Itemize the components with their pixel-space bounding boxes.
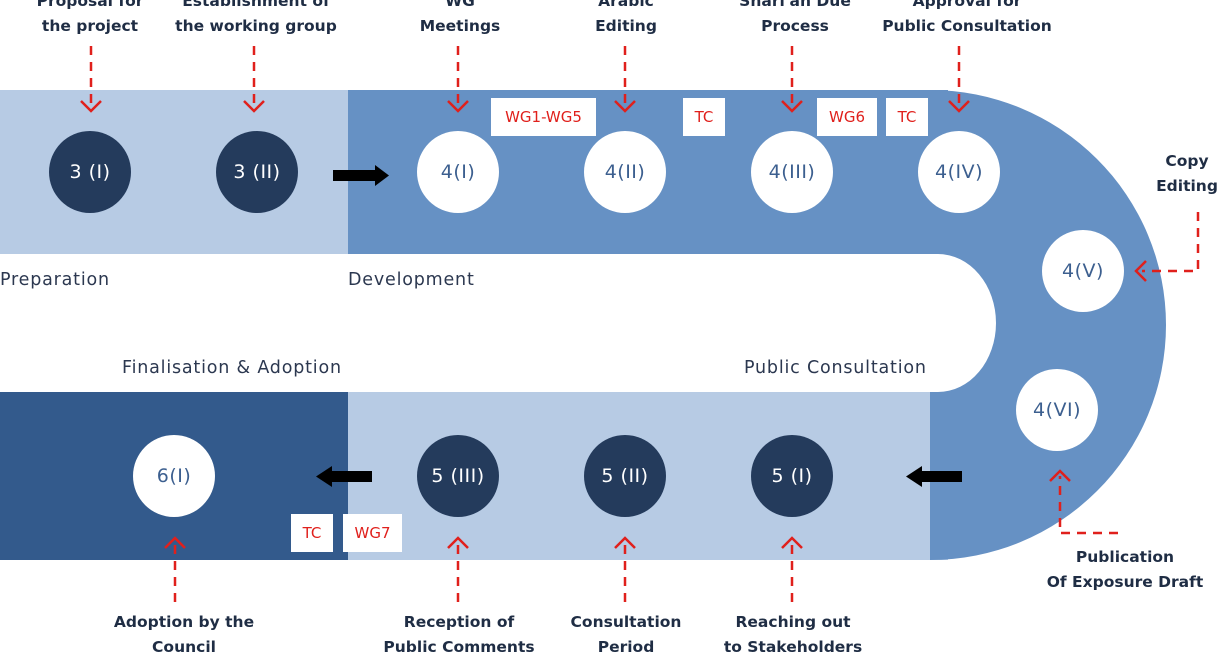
- node-4vi: 4(VI): [1016, 369, 1098, 451]
- arrowhead-copy: [1134, 260, 1147, 282]
- dash-publication: [1058, 476, 1118, 535]
- tag-tc-c: TC: [291, 514, 333, 552]
- node-5i: 5 (I): [751, 435, 833, 517]
- node-3i: 3 (I): [49, 131, 131, 213]
- flow-arrow-left-2: [316, 466, 372, 487]
- arrowhead-arabic: [614, 100, 636, 113]
- arrowhead-publication: [1049, 469, 1071, 482]
- tag-tc-a: TC: [683, 98, 725, 136]
- tag-wg1-wg5: WG1-WG5: [491, 98, 596, 136]
- section-label-public-consultation: Public Consultation: [744, 358, 927, 378]
- arrowhead-approval: [948, 100, 970, 113]
- node-6i: 6(I): [133, 435, 215, 517]
- node-4ii: 4(II): [584, 131, 666, 213]
- arrowhead-establishment: [243, 100, 265, 113]
- section-label-development: Development: [348, 270, 475, 290]
- node-5ii: 5 (II): [584, 435, 666, 517]
- dash-copy: [1142, 212, 1200, 273]
- tag-wg7: WG7: [343, 514, 402, 552]
- arrowhead-reaching: [781, 536, 803, 549]
- flow-arrow-left-1: [906, 466, 962, 487]
- node-4v: 4(V): [1042, 230, 1124, 312]
- arrowhead-consultation: [614, 536, 636, 549]
- section-label-preparation: Preparation: [0, 270, 110, 290]
- arrowhead-wg-meetings: [447, 100, 469, 113]
- arrowhead-proposal: [80, 100, 102, 113]
- arrowhead-adoption: [164, 536, 186, 549]
- tag-wg6: WG6: [817, 98, 877, 136]
- tag-tc-b: TC: [886, 98, 928, 136]
- node-5iii: 5 (III): [417, 435, 499, 517]
- arrowhead-reception: [447, 536, 469, 549]
- node-3ii: 3 (II): [216, 131, 298, 213]
- node-4iv: 4(IV): [918, 131, 1000, 213]
- node-4iii: 4(III): [751, 131, 833, 213]
- node-4i: 4(I): [417, 131, 499, 213]
- flow-arrow-right: [333, 165, 389, 186]
- arrowhead-shariah: [781, 100, 803, 113]
- section-label-finalisation: Finalisation & Adoption: [122, 358, 342, 378]
